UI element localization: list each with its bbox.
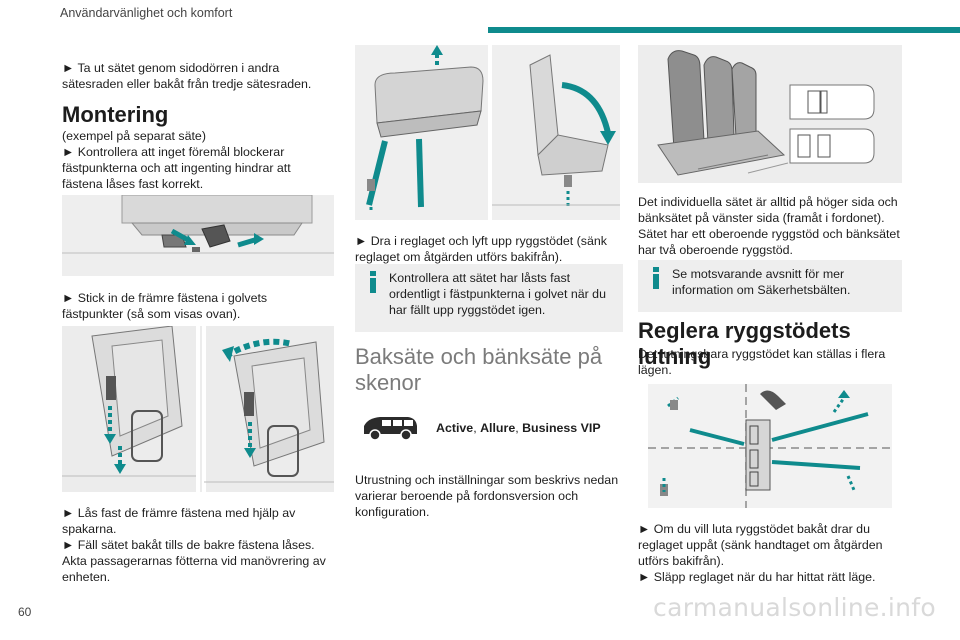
- step-check-anchors: ► Kontrollera att inget föremål blockera…: [62, 145, 291, 191]
- floor-anchor-illustration: [62, 194, 334, 276]
- trim-active: Active: [436, 421, 474, 435]
- heading-rear-seat-rails: Baksäte och bänksäte på skenor: [355, 344, 603, 395]
- section-title: Användarvänlighet och komfort: [60, 6, 233, 20]
- trim-levels: Active, Allure, Business VIP: [436, 420, 601, 436]
- recline-intro: Det lutningsbara ryggstödet kan ställas …: [638, 347, 886, 377]
- recline-controls-illustration: [648, 384, 892, 508]
- intro-text: ► Ta ut sätet genom sidodörren i andra s…: [62, 61, 312, 91]
- trim-business-vip: Business VIP: [522, 421, 601, 435]
- lift-backrest-illustration-b: [492, 45, 620, 220]
- seat-description: Det individuella sätet är alltid på höge…: [638, 195, 900, 257]
- figure-seat-layout: [638, 45, 902, 183]
- lift-backrest-illustration-a: [355, 45, 488, 220]
- figure-lift-backrest-left: [355, 45, 488, 220]
- step-lift-backrest: ► Dra i reglaget och lyft upp ryggstödet…: [355, 234, 607, 264]
- page-number: 60: [18, 605, 32, 619]
- figure-lift-backrest-right: [492, 45, 620, 220]
- step-recline-release: ► Släpp reglaget när du har hittat rätt …: [638, 570, 876, 584]
- note-seatbelts-text: Se motsvarande avsnitt för mer informati…: [672, 267, 851, 297]
- figure-floor-anchors: [62, 194, 334, 276]
- figure-lock-front-right: [200, 326, 334, 492]
- heading-montering: Montering: [62, 102, 169, 127]
- step-fold-back: ► Fäll sätet bakåt tills de bakre fästen…: [62, 538, 315, 552]
- step-lock-levers: ► Lås fast de främre fästena med hjälp a…: [62, 506, 296, 536]
- info-icon: [370, 271, 376, 293]
- heading-recline: Reglera ryggstödets lutning: [638, 318, 851, 369]
- trim-allure: Allure: [480, 421, 516, 435]
- caution-feet: Akta passagerarnas fötterna vid manövrer…: [62, 554, 326, 584]
- lock-front-illustration-a: [62, 325, 196, 492]
- figure-recline-controls: [648, 384, 892, 508]
- watermark: carmanualsonline.info: [653, 593, 936, 622]
- lock-front-illustration-b: [200, 326, 334, 492]
- note-seat-locked-text: Kontrollera att sätet har låsts fast ord…: [389, 271, 606, 317]
- seat-layout-illustration: [638, 45, 902, 183]
- header-accent-bar: [488, 27, 960, 33]
- step-recline-pull: ► Om du vill luta ryggstödet bakåt drar …: [638, 522, 883, 568]
- trim-separator: ,: [515, 421, 523, 435]
- step-insert-front: ► Stick in de främre fästena i golvets f…: [62, 291, 268, 321]
- vehicle-icon: [360, 414, 420, 442]
- info-icon: [653, 267, 659, 289]
- equipment-note: Utrustning och inställningar som beskriv…: [355, 473, 619, 519]
- example-note: (exempel på separat säte): [62, 129, 206, 143]
- figure-lock-front-left: [62, 325, 196, 492]
- trim-separator: ,: [473, 421, 481, 435]
- note-seat-locked: Kontrollera att sätet har låsts fast ord…: [355, 264, 623, 332]
- note-seatbelts: Se motsvarande avsnitt för mer informati…: [638, 260, 902, 312]
